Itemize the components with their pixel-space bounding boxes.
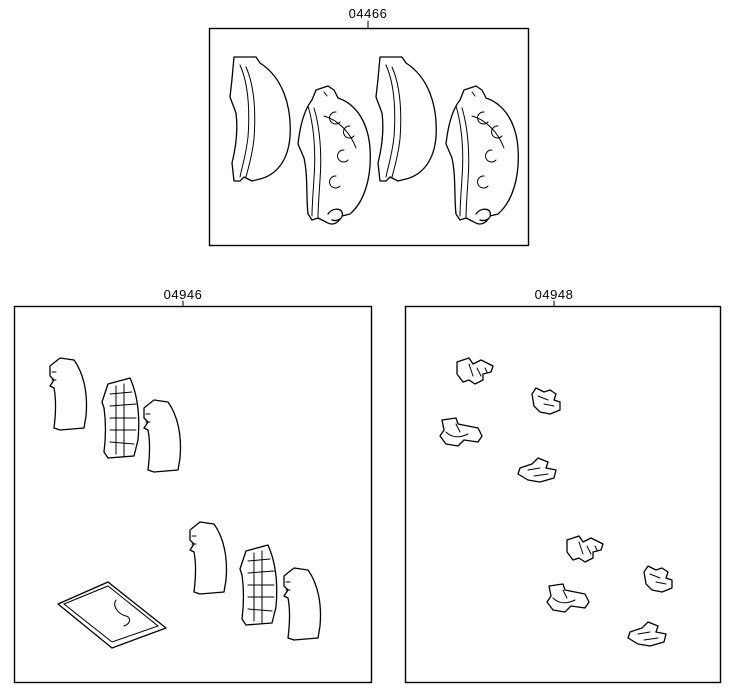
part-number-04946: 04946 <box>163 287 203 302</box>
kit-box-04948 <box>404 305 722 684</box>
kit-box-04946 <box>13 305 373 684</box>
anti-squeal-shim <box>49 357 88 431</box>
slotted-shim <box>239 544 278 626</box>
grease-packet <box>57 581 167 649</box>
pad-support-clip <box>439 417 483 447</box>
pad-support-clip <box>627 621 667 647</box>
pad-support-clip <box>517 457 557 483</box>
pad-support-clip <box>643 565 673 593</box>
brake-pad-inner <box>445 85 519 225</box>
slotted-shim <box>101 377 140 459</box>
brake-pad-outer <box>229 56 291 182</box>
brake-pad-outer <box>375 56 437 182</box>
part-number-04466: 04466 <box>348 6 388 21</box>
anti-squeal-shim <box>189 521 228 595</box>
anti-squeal-shim <box>283 567 322 641</box>
pad-support-clip <box>546 583 590 613</box>
kit-box-04466 <box>208 27 530 247</box>
anti-squeal-shim <box>143 399 182 473</box>
pad-support-clip <box>531 387 561 415</box>
part-number-04948: 04948 <box>534 287 574 302</box>
pad-support-clip <box>456 357 494 385</box>
pad-support-clip <box>566 535 604 563</box>
brake-pad-inner <box>297 85 371 225</box>
